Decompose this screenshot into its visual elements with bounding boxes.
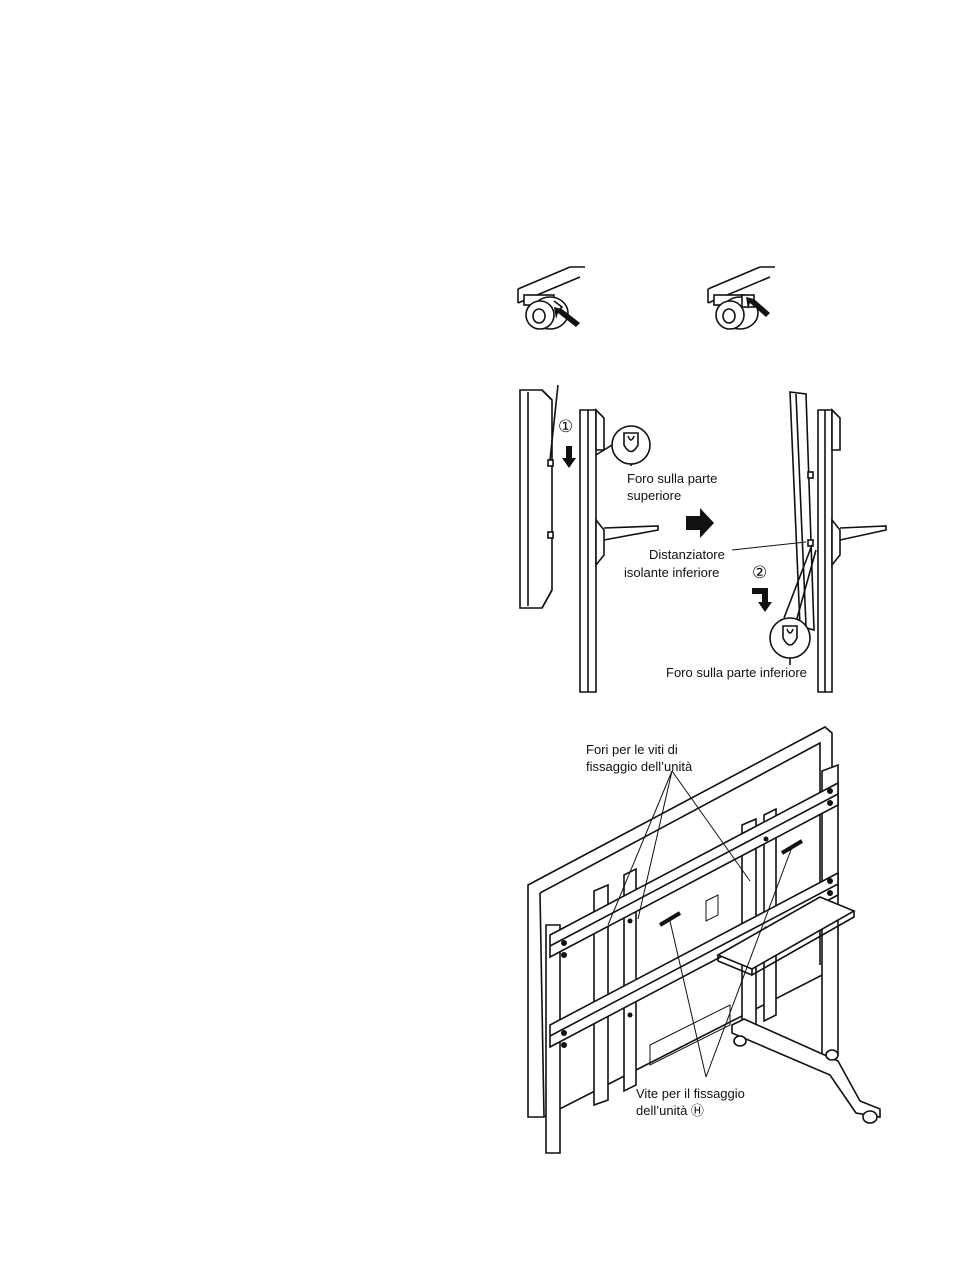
hole-bottom-label: Foro sulla parte inferiore (666, 664, 807, 681)
step2-marker: ② (752, 564, 767, 581)
holes-label-line2: fissaggio dell’unità (586, 758, 692, 775)
transition-arrow (686, 508, 714, 538)
hole-top-label-line2: superiore (627, 487, 681, 504)
holes-label-line1: Fori per le viti di (586, 741, 678, 758)
step1-arrow (562, 446, 576, 468)
caster-left (518, 267, 585, 329)
hang-figure: ① Foro sulla parte superiore Distanziato… (500, 380, 890, 695)
fix-figure: Fori per le viti di fissaggio dell’unità… (520, 725, 900, 1155)
spacer-label-line1: Distanziatore (649, 546, 725, 563)
hole-top-label-line1: Foro sulla parte (627, 470, 717, 487)
step2-arrow (752, 588, 772, 612)
spacer-label-line2: isolante inferiore (624, 564, 719, 581)
step1-marker: ① (558, 418, 573, 435)
stand-base (732, 1019, 880, 1123)
caster-right (708, 267, 775, 329)
stand-right (818, 410, 886, 692)
screw-label-line1: Vite per il fissaggio (636, 1085, 745, 1102)
screw-label-line2: dell’unità Ⓗ (636, 1102, 704, 1119)
caster-drawing (510, 265, 810, 340)
caster-figure (510, 265, 810, 340)
display-left (520, 385, 558, 608)
